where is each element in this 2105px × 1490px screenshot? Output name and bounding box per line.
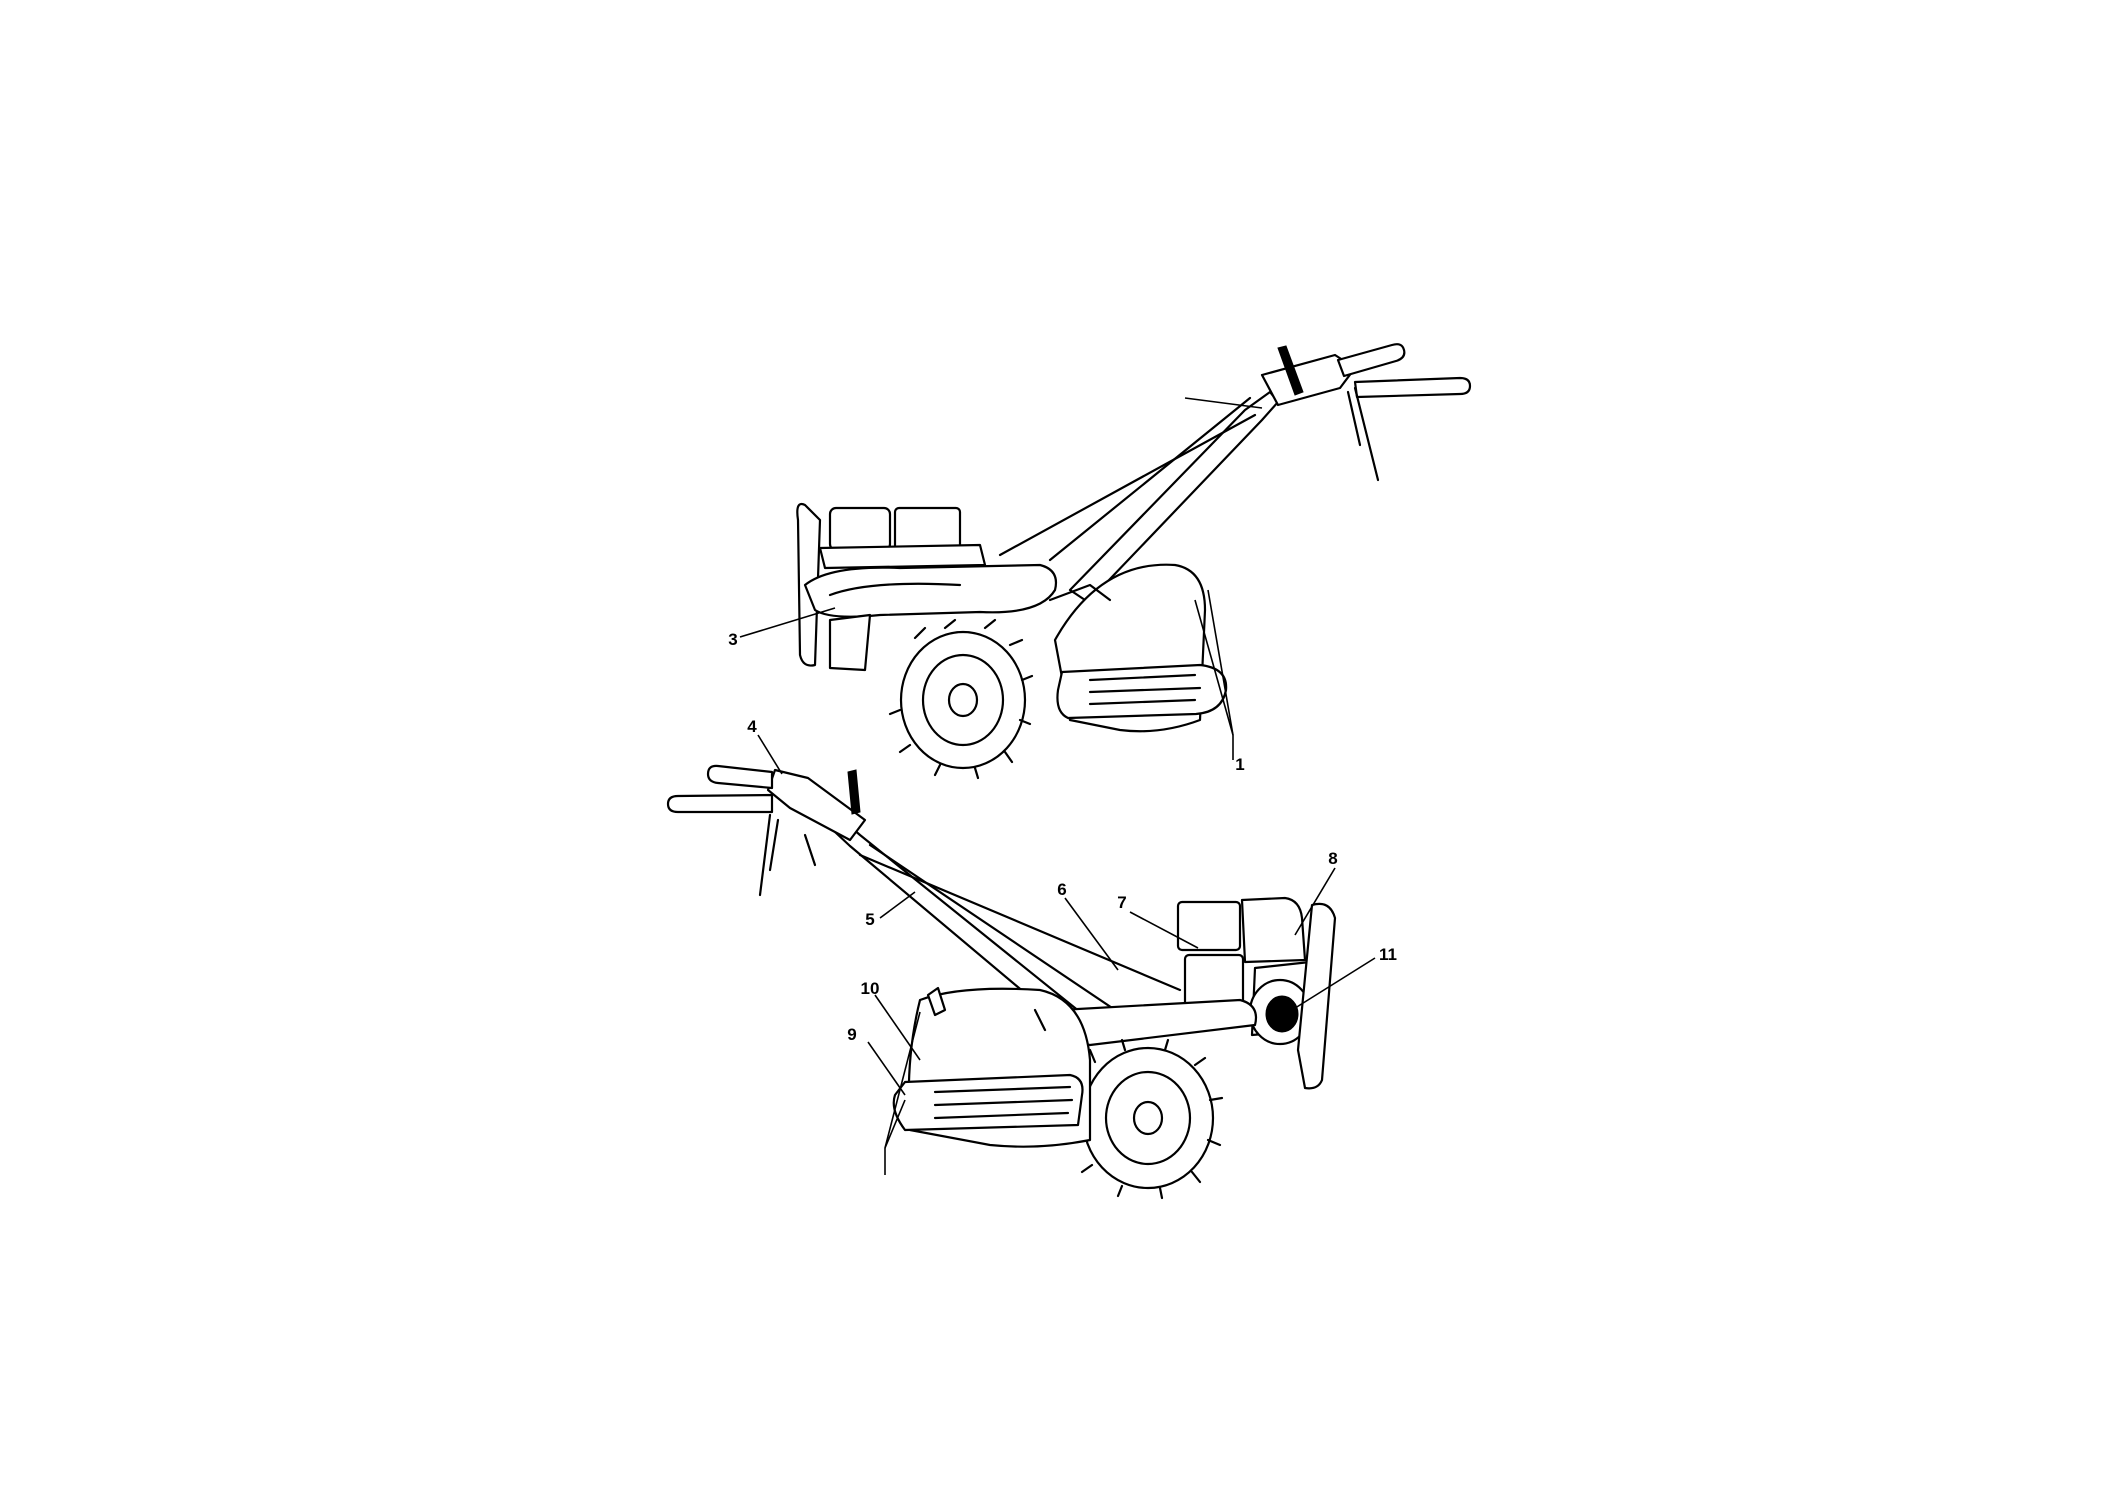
callout-7: 7 (1117, 893, 1126, 912)
callout-3: 3 (728, 630, 737, 649)
callout-1: 1 (1235, 755, 1244, 774)
lower-tiller-illustration (666, 764, 1337, 1200)
callout-10: 10 (861, 979, 880, 998)
callout-8: 8 (1328, 849, 1337, 868)
upper-tiller-illustration (796, 343, 1472, 780)
callout-6: 6 (1057, 880, 1066, 899)
callout-5: 5 (865, 910, 874, 929)
callout-4: 4 (747, 717, 757, 736)
callout-11: 11 (1379, 945, 1397, 964)
callout-9: 9 (847, 1025, 856, 1044)
